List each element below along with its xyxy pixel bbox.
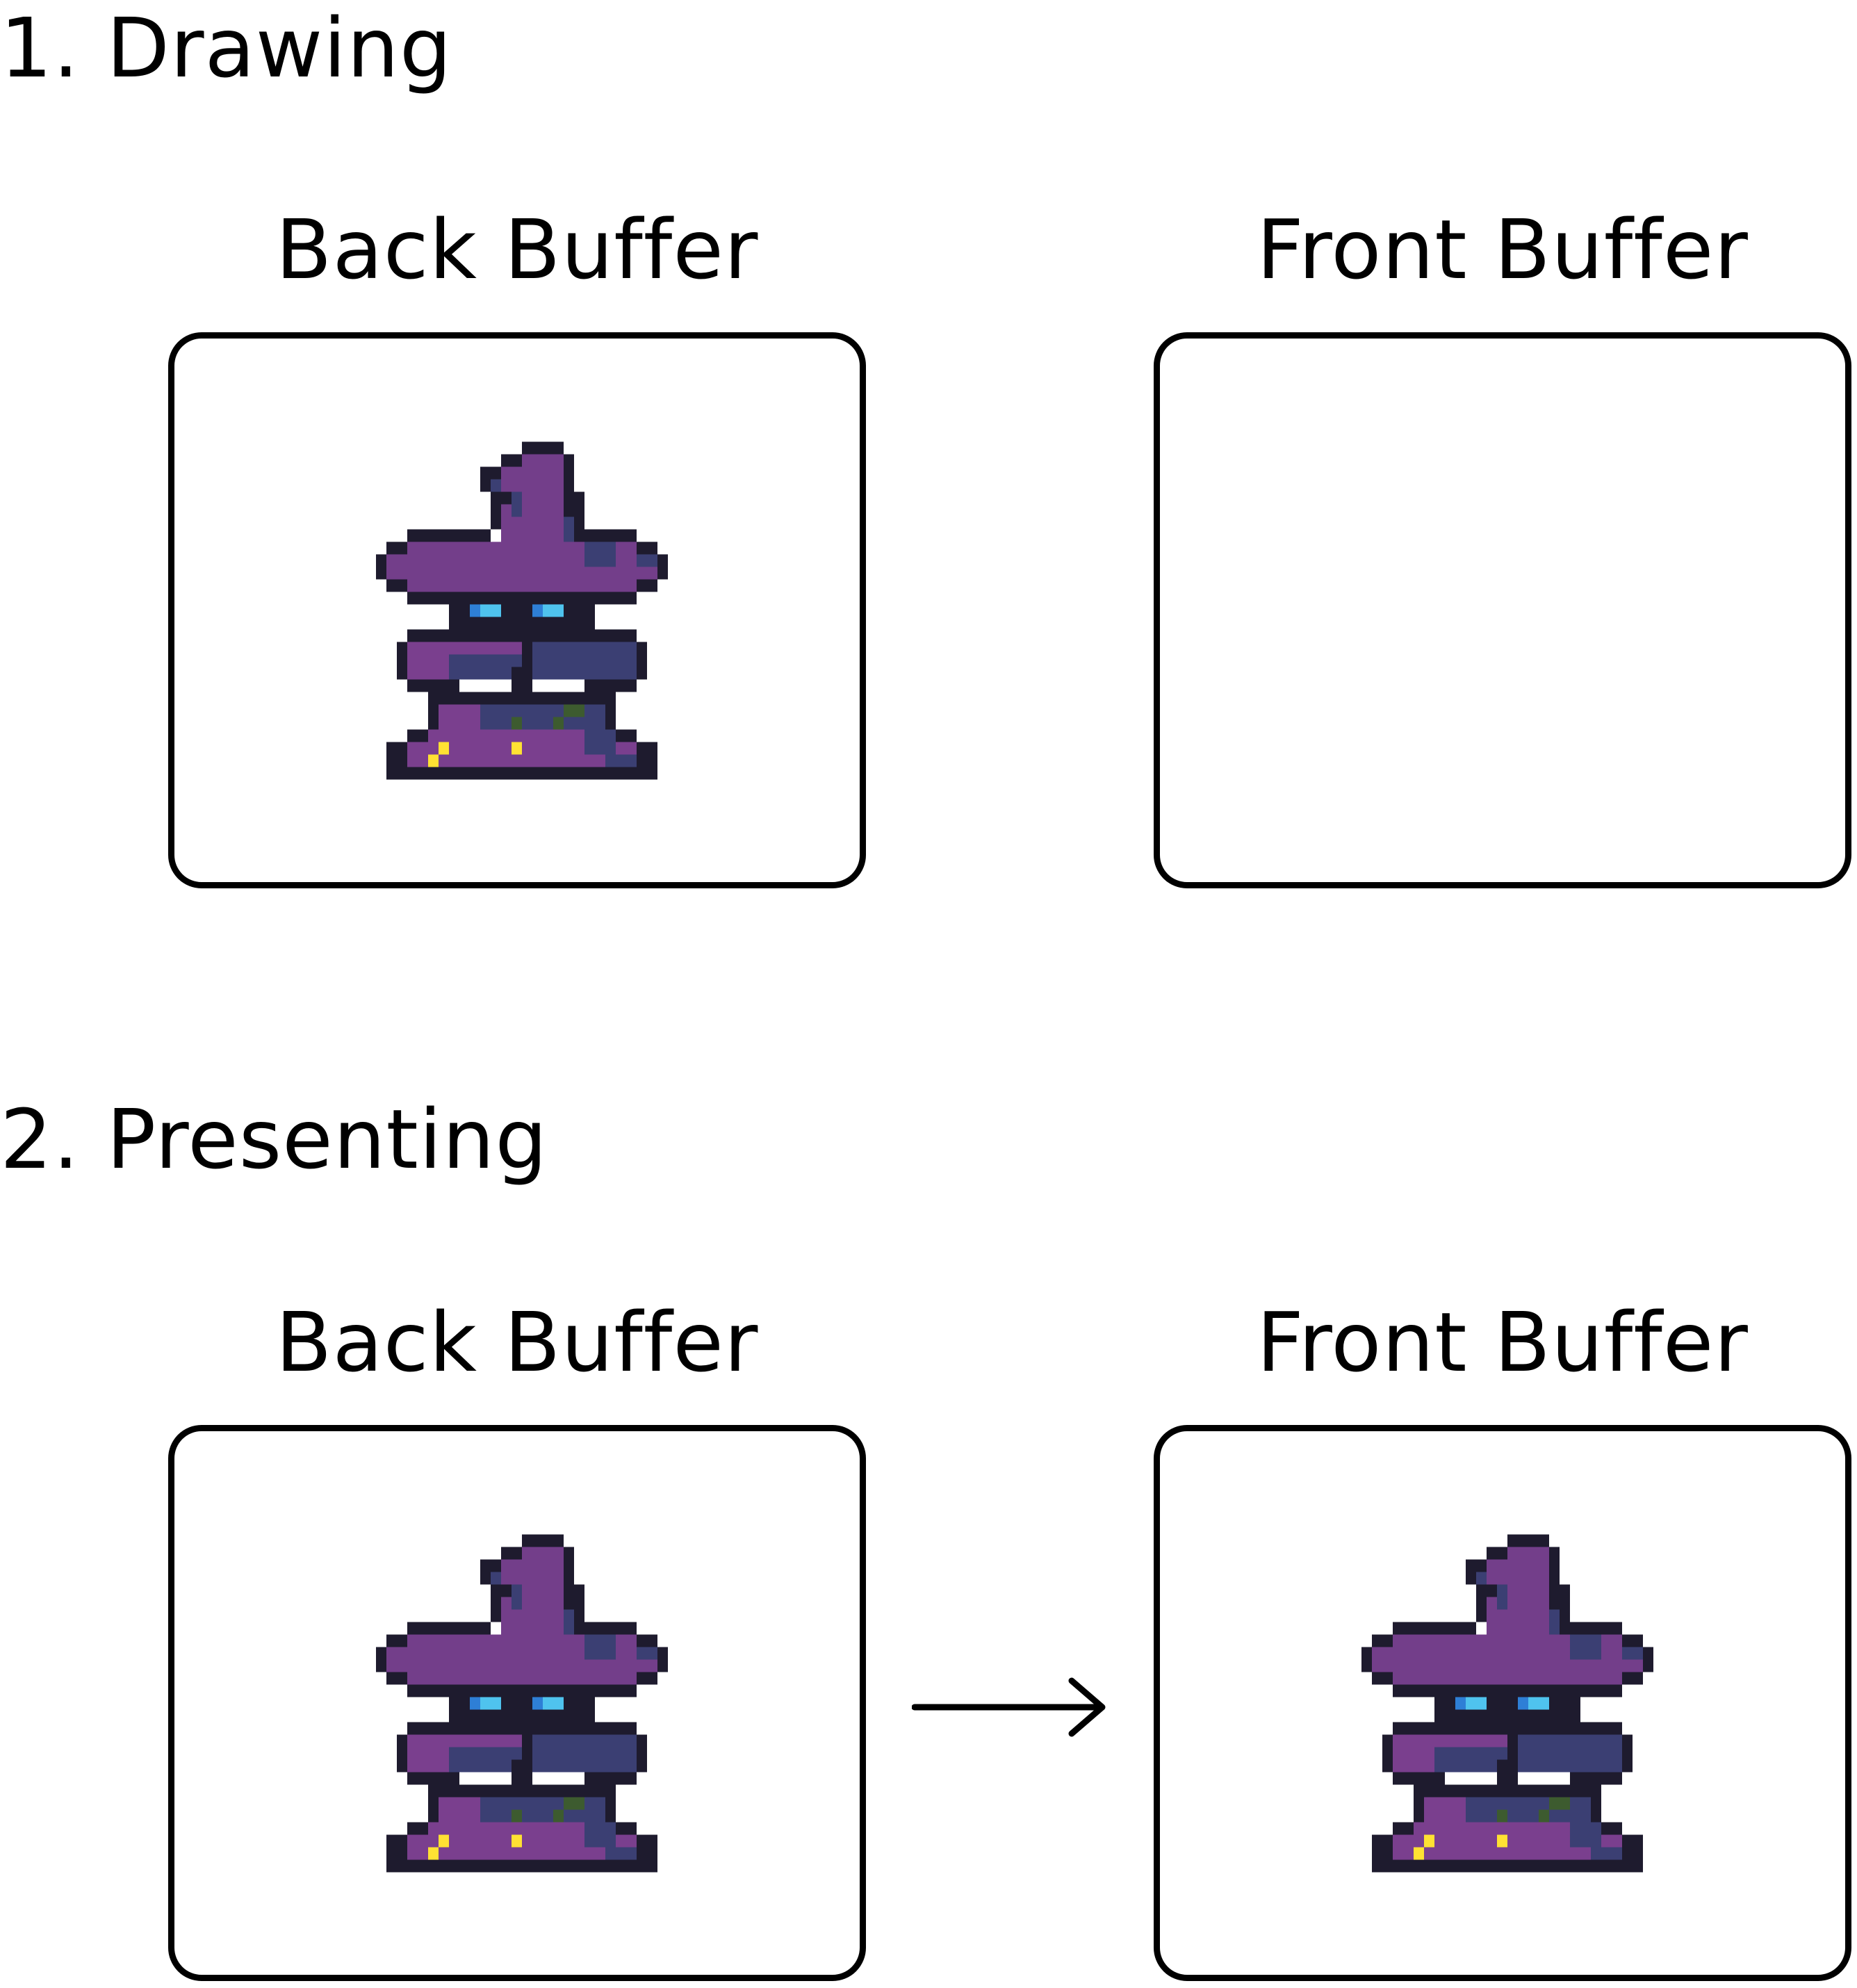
arrow-right-icon [912,1677,1106,1737]
back-buffer-panel [168,332,866,888]
front-buffer-panel [1154,332,1851,888]
step-1-title: 1. Drawing [0,0,452,96]
back-buffer-label: Back Buffer [275,1294,759,1390]
wizard-sprite-icon [376,1534,668,1873]
front-buffer-panel [1154,1425,1851,1981]
front-buffer-label: Front Buffer [1257,202,1749,298]
front-buffer-label: Front Buffer [1257,1294,1749,1390]
step-2-title: 2. Presenting [0,1091,548,1187]
wizard-sprite-icon [376,441,668,780]
back-buffer-label: Back Buffer [275,202,759,298]
wizard-sprite-icon [1361,1534,1653,1873]
back-buffer-panel [168,1425,866,1981]
